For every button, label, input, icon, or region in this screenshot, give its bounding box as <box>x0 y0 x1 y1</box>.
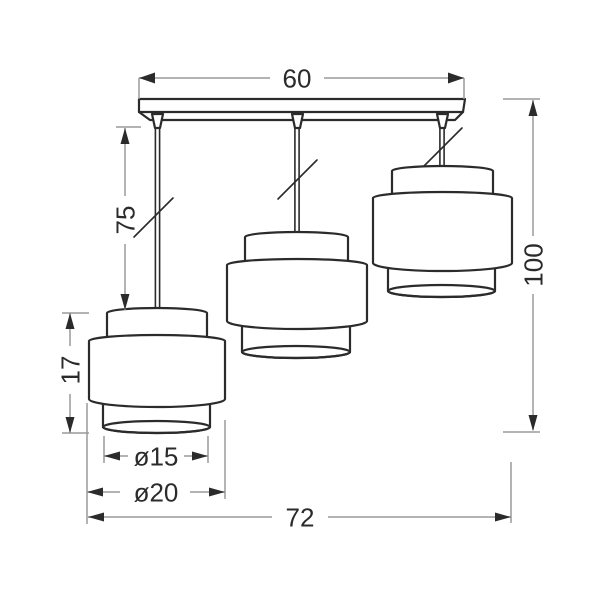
cord-right-break-icon <box>422 127 463 168</box>
dimension-cord-drop-label: 75 <box>111 206 141 235</box>
dimension-shade-height-ticks <box>62 312 89 434</box>
arrow-left-icon <box>104 451 120 461</box>
cord-middle-break-icon <box>277 159 318 200</box>
dimension-bar-width: 60 <box>138 64 465 99</box>
dimension-inner-diameter: ø15 <box>103 436 209 472</box>
dimension-shade-height: 17 <box>56 312 89 434</box>
arrow-up-icon <box>65 313 75 329</box>
hanger-right <box>435 112 450 130</box>
arrow-down-icon <box>65 417 75 433</box>
hangers <box>150 112 450 130</box>
arrow-right-icon <box>209 487 225 497</box>
dimension-overall-height-label: 100 <box>519 243 549 286</box>
arrow-up-icon <box>528 100 538 116</box>
lampshade-left <box>87 306 227 435</box>
arrow-left-icon <box>87 487 103 497</box>
dimension-overall-width-extensions <box>86 403 512 524</box>
hanger-left <box>150 112 165 130</box>
dimension-overall-height: 100 <box>503 98 549 433</box>
arrow-up-icon <box>120 128 130 144</box>
dimension-bar-width-label: 60 <box>283 64 312 94</box>
cord-middle <box>277 125 318 240</box>
lampshade-right-bottom-rim <box>386 283 497 299</box>
lampshade-left-bottom-rim <box>101 419 212 435</box>
lampshade-left-wide-tier <box>87 333 227 409</box>
dimension-outer-diameter: ø20 <box>87 420 226 508</box>
lampshade-right-wide-tier <box>371 190 514 273</box>
lampshade-right <box>371 164 514 299</box>
dimension-overall-width-label: 72 <box>286 503 315 533</box>
dimension-overall-width: 72 <box>86 403 512 533</box>
arrow-down-icon <box>528 415 538 431</box>
dimension-outer-diameter-label: ø20 <box>134 478 179 508</box>
arrow-right-icon <box>495 512 511 522</box>
dimension-inner-diameter-label: ø15 <box>134 442 179 472</box>
arrow-down-icon <box>120 294 130 310</box>
dimension-bar-width-extensions <box>138 78 465 99</box>
dimension-overall-height-ticks <box>503 98 540 433</box>
cord-left-break-icon <box>133 197 174 238</box>
arrow-left-icon <box>139 72 155 84</box>
hanger-middle <box>290 112 305 130</box>
dimension-inner-diameter-extensions <box>103 436 209 463</box>
cord-left-line <box>154 125 161 315</box>
arrow-right-icon <box>192 451 208 461</box>
dimension-shade-height-label: 17 <box>56 356 86 385</box>
ceiling-bar-body <box>137 97 467 114</box>
arrow-right-icon <box>448 72 464 84</box>
lampshade-middle-wide-tier <box>225 257 369 331</box>
lampshade-middle-bottom-rim <box>240 344 352 360</box>
arrow-left-icon <box>88 512 104 522</box>
lampshade-middle <box>225 230 369 360</box>
dimension-cord-drop: 75 <box>111 126 141 310</box>
